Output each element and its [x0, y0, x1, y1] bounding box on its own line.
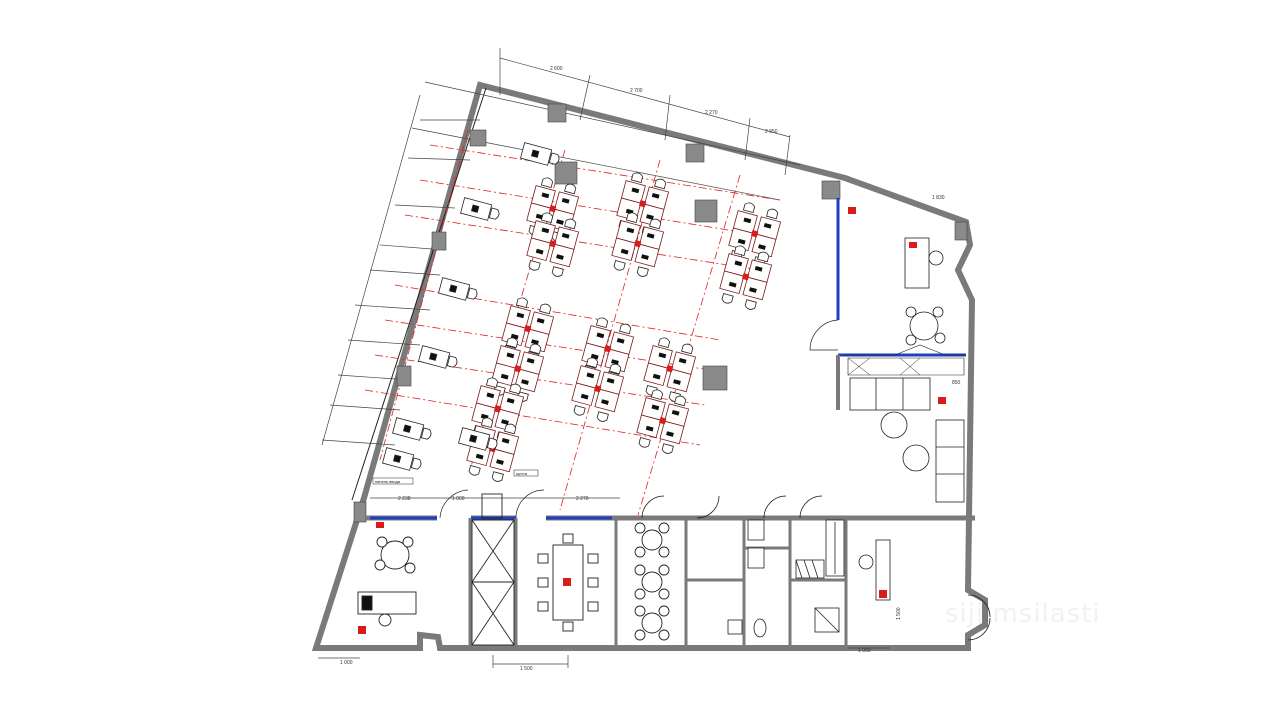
wc-fixtures [641, 495, 845, 638]
left-dimension-chain [321, 94, 480, 446]
desk-cluster [717, 243, 775, 311]
dimension-label: 1 000 [452, 496, 465, 502]
reception-desk [858, 539, 991, 641]
bottom-dimension-lines [318, 497, 890, 668]
dimension-label: 2 950 [765, 129, 778, 135]
dimension-label: 2 600 [550, 66, 563, 72]
dimension-labels: 2 600 2 700 2 270 2 950 1 830 1 000 1 50… [340, 66, 961, 672]
dimension-label: 2 700 [630, 88, 643, 94]
workstation-clusters [464, 170, 784, 483]
desk-cluster [634, 387, 692, 455]
watermark: sijjimsilasti [945, 599, 1101, 629]
dimension-label: 1 000 [340, 660, 353, 666]
exterior-walls [311, 81, 988, 651]
desk-cluster [609, 210, 667, 278]
desk-cluster [641, 335, 699, 403]
tag-label: щиток [516, 471, 528, 476]
dimension-label: 1 500 [896, 607, 902, 620]
corridor-partition [366, 489, 975, 522]
tag-label: панель ввода [375, 479, 401, 484]
dimension-label: 2 238 [398, 496, 411, 502]
structural-columns [353, 103, 968, 523]
desk-cluster [569, 355, 627, 423]
cafe-tables [634, 522, 670, 641]
dimension-label: 1 050 [858, 648, 871, 654]
meeting-room-table [537, 533, 599, 632]
perimeter-desks [382, 142, 561, 471]
dimension-label: 850 [952, 380, 961, 386]
desk-cluster [464, 415, 522, 483]
lounge-area [849, 377, 965, 503]
corridor-tag: панель ввода щиток [372, 469, 539, 485]
elevator-shaft [471, 493, 515, 646]
dimension-label: 2 270 [576, 496, 589, 502]
lower-left-office [357, 522, 417, 634]
dimension-label: 2 270 [705, 110, 718, 116]
upper-right-office [809, 198, 966, 410]
dimension-label: 1 500 [520, 666, 533, 672]
dimension-label: 1 830 [932, 195, 945, 201]
